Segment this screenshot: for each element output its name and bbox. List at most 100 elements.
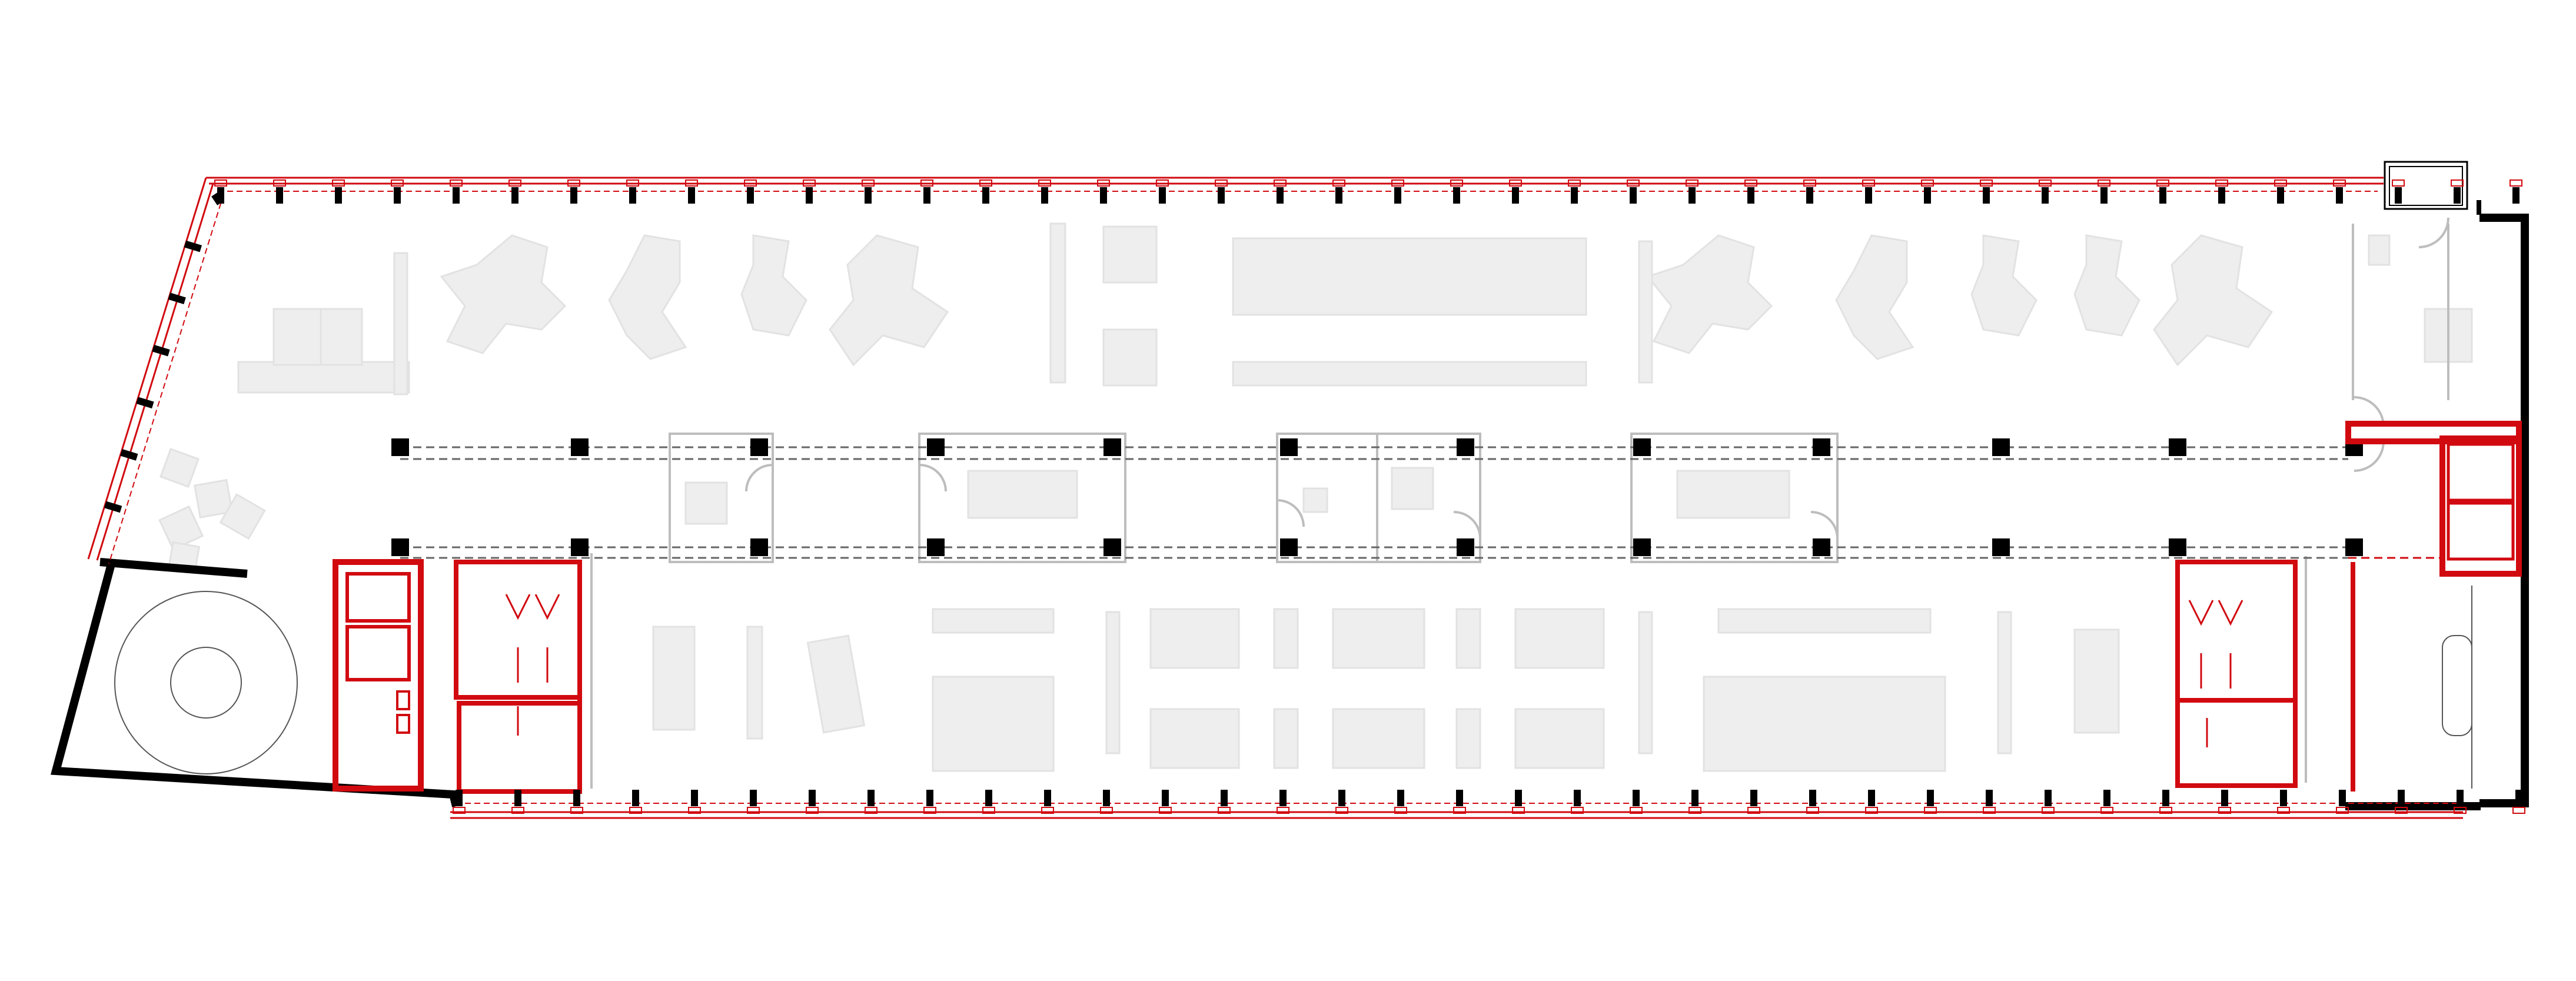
mullion (1335, 187, 1342, 204)
mullion (1041, 187, 1048, 204)
mullion (865, 187, 872, 204)
spiral-staircase-east (2442, 586, 2472, 789)
meeting-tables (684, 467, 1790, 525)
column (1280, 438, 1298, 456)
mullion (2221, 790, 2228, 806)
mullion (923, 187, 930, 204)
corridor-lines (400, 446, 2442, 559)
mullion (2395, 187, 2402, 204)
mullion-cap (2039, 179, 2052, 187)
mullion (276, 187, 283, 204)
column (2169, 538, 2186, 556)
mullion-cap (744, 179, 757, 187)
mullion-cap (2395, 807, 2408, 814)
mullion (2159, 187, 2166, 204)
mullion-cap (2098, 179, 2110, 187)
mullion-cap (2159, 807, 2172, 814)
mullion (152, 344, 170, 357)
column (1992, 438, 2010, 456)
mullion-cap (1218, 807, 1231, 814)
column (750, 538, 768, 556)
mullion (1691, 790, 1699, 806)
mullion (2042, 187, 2049, 204)
column (1103, 438, 1121, 456)
meeting-room-2 (918, 433, 1126, 563)
mullion (1218, 187, 1225, 204)
mullion-cap (1571, 807, 1584, 814)
mullion-cap (1038, 179, 1051, 187)
mullion (2162, 790, 2169, 806)
mullion (120, 449, 138, 461)
mullion (453, 187, 460, 204)
mullion (1983, 187, 1990, 204)
column (1992, 538, 2010, 556)
mullion (1924, 187, 1931, 204)
mullion (982, 187, 989, 204)
column (391, 538, 409, 556)
mullion-cap (1453, 807, 1466, 814)
mullion (809, 790, 816, 806)
mullion-cap (2333, 179, 2346, 187)
mullion (1927, 790, 1934, 806)
mullion-cap (1688, 807, 1701, 814)
mullion-cap (1097, 179, 1110, 187)
column (750, 438, 768, 456)
mullion (1221, 790, 1228, 806)
mullion (1986, 790, 1993, 806)
mullion-cap (1277, 807, 1289, 814)
mullion (1277, 187, 1284, 204)
column (1457, 538, 1474, 556)
mullion-cap (1568, 179, 1581, 187)
mullion-cap (1156, 179, 1169, 187)
mullion (2045, 790, 2052, 806)
mullion-cap (2512, 807, 2525, 814)
mullion-cap (1512, 807, 1525, 814)
mullion (570, 187, 577, 204)
mullion (747, 187, 754, 204)
mullion (2277, 187, 2284, 204)
column (1280, 538, 1298, 556)
mullion-cap (747, 807, 760, 814)
mullion (1394, 187, 1401, 204)
mullion-cap (1627, 179, 1640, 187)
structural-columns (391, 438, 2363, 556)
mullion (1630, 187, 1637, 204)
mullion (136, 397, 154, 409)
meeting-room-partitions (590, 217, 2449, 789)
mullion-cap (2451, 179, 2464, 187)
column (1633, 438, 1651, 456)
mullion-cap (2274, 179, 2287, 187)
mullion (1747, 187, 1754, 204)
column (2345, 538, 2363, 556)
mullion-cap (1100, 807, 1113, 814)
mullion (1809, 790, 1816, 806)
mullion-cap (806, 807, 819, 814)
mullion (394, 187, 401, 204)
mullion (1044, 790, 1051, 806)
mullion-cap (450, 179, 463, 187)
mullion-cap (862, 179, 875, 187)
mullion (1159, 187, 1166, 204)
mullion-cap (1215, 179, 1228, 187)
mullion (1453, 187, 1460, 204)
facade-mullions (104, 179, 2525, 814)
mullion (985, 790, 992, 806)
mullion-cap (979, 179, 992, 187)
mullion (806, 187, 813, 204)
mullion-cap (508, 179, 521, 187)
mullion (511, 187, 518, 204)
mullion (2512, 187, 2520, 204)
mullion (1688, 187, 1696, 204)
mullion (1515, 790, 1522, 806)
mullion-cap (1332, 179, 1345, 187)
mullion-cap (920, 179, 933, 187)
mullion (2336, 187, 2343, 204)
mullion-cap (2215, 179, 2228, 187)
mullion (1397, 790, 1404, 806)
mullion (2398, 790, 2405, 806)
west-core (333, 559, 582, 794)
mullion (632, 790, 639, 806)
mullion-cap (1924, 807, 1937, 814)
